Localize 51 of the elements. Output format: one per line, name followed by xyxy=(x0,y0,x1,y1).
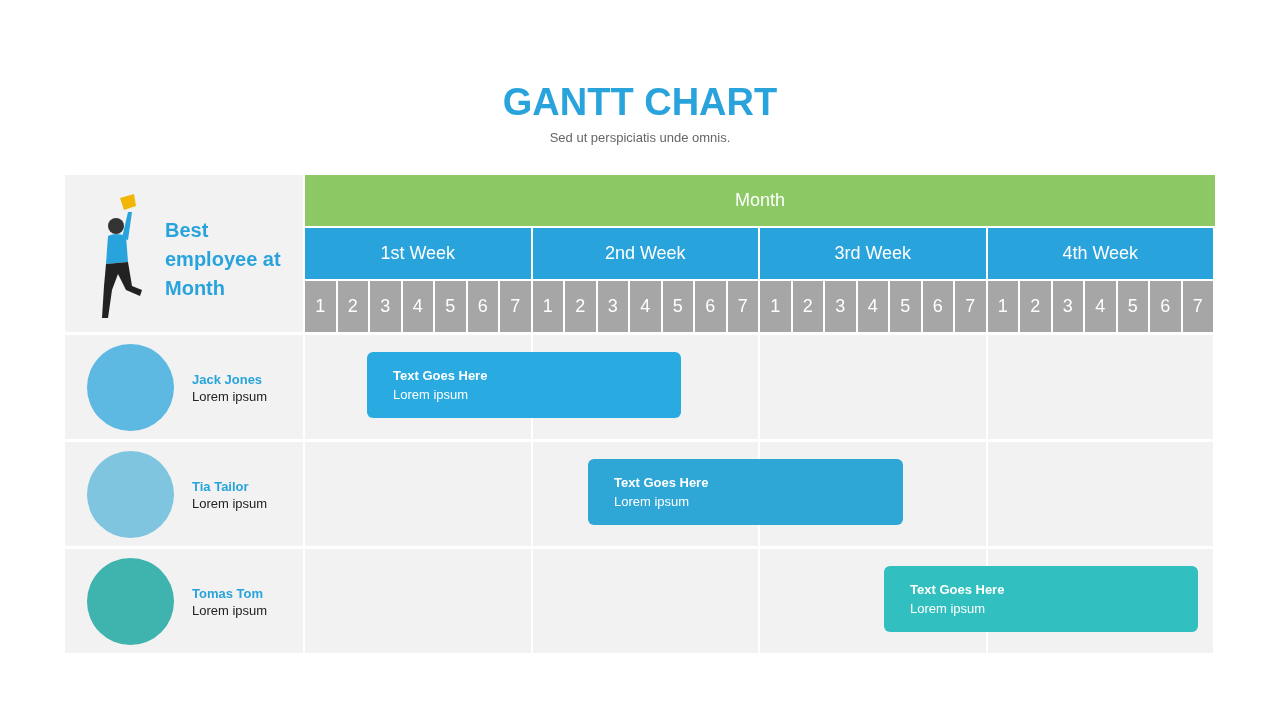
day-header: 1 xyxy=(760,281,791,332)
day-header: 1 xyxy=(987,281,1018,332)
task-bar xyxy=(884,566,1198,632)
task-description: Lorem ipsum xyxy=(910,600,986,618)
day-header: 3 xyxy=(825,281,856,332)
subtitle: Sed ut perspiciatis unde omnis. xyxy=(549,129,731,147)
task-title: Text Goes Here xyxy=(910,580,1005,599)
day-header: 4 xyxy=(630,281,661,332)
task-title: Text Goes Here xyxy=(393,366,488,385)
month-header: Month xyxy=(305,175,1215,226)
employee-name: Tomas Tom xyxy=(192,585,264,603)
day-header: 4 xyxy=(402,281,433,332)
day-header: 2 xyxy=(1020,281,1051,332)
day-header: 3 xyxy=(597,281,628,332)
employee-role: Lorem ipsum xyxy=(192,495,268,513)
week-header: 1st Week xyxy=(305,228,531,279)
day-header: 1 xyxy=(305,281,336,332)
day-header: 7 xyxy=(1182,281,1213,332)
employee-name: Tia Tailor xyxy=(192,478,249,496)
day-header: 6 xyxy=(922,281,953,332)
day-header: 2 xyxy=(565,281,596,332)
day-header: 2 xyxy=(337,281,368,332)
task-description: Lorem ipsum xyxy=(393,386,469,404)
task-description: Lorem ipsum xyxy=(614,493,690,511)
day-header: 3 xyxy=(370,281,401,332)
week-header: 3rd Week xyxy=(760,228,986,279)
week-header: 4th Week xyxy=(987,228,1213,279)
day-header: 7 xyxy=(500,281,531,332)
day-header: 7 xyxy=(727,281,758,332)
task-bar xyxy=(367,352,681,418)
week-header: 2nd Week xyxy=(532,228,758,279)
day-header: 5 xyxy=(1117,281,1148,332)
day-header: 5 xyxy=(662,281,693,332)
day-header: 4 xyxy=(1085,281,1116,332)
day-header: 6 xyxy=(1150,281,1181,332)
day-header: 6 xyxy=(695,281,726,332)
day-header: 1 xyxy=(532,281,563,332)
day-header: 3 xyxy=(1052,281,1083,332)
employee-role: Lorem ipsum xyxy=(192,388,268,406)
title: GANTT CHART xyxy=(502,80,778,125)
employee-name: Jack Jones xyxy=(192,371,263,389)
day-header: 5 xyxy=(435,281,466,332)
day-header: 2 xyxy=(792,281,823,332)
employee-role: Lorem ipsum xyxy=(192,602,268,620)
task-title: Text Goes Here xyxy=(614,473,709,492)
day-header: 4 xyxy=(857,281,888,332)
heading-text: Best employee at Month xyxy=(165,218,282,301)
day-header: 6 xyxy=(467,281,498,332)
task-bar xyxy=(588,459,903,525)
day-header: 5 xyxy=(890,281,921,332)
day-header: 7 xyxy=(955,281,986,332)
